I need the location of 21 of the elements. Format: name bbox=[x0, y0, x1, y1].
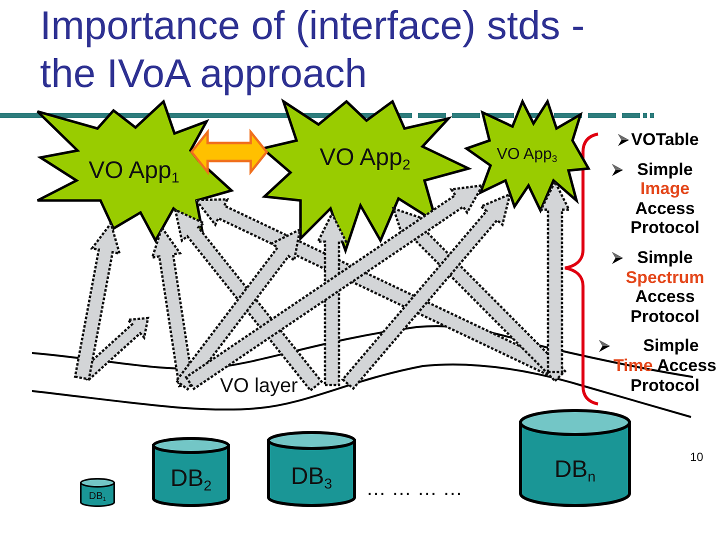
node-label: VO App$_{3}$ bbox=[496, 146, 558, 165]
ellipsis-text: … … … … bbox=[366, 478, 463, 500]
arrow bbox=[341, 192, 512, 390]
node-label: DB$_{n}$ bbox=[554, 456, 596, 484]
arrow bbox=[184, 184, 485, 390]
page-number: 10 bbox=[690, 451, 704, 464]
arrow bbox=[74, 220, 122, 381]
node-label: VO App$_{2}$ bbox=[320, 144, 410, 172]
slide-title: Importance of (interface) stds - the IVoA approach bbox=[40, 3, 586, 98]
double-arrow bbox=[190, 128, 268, 176]
layer-label: VO layer bbox=[220, 375, 298, 397]
list-item-text: Simple Image Access Protocol bbox=[630, 160, 700, 238]
arrow bbox=[174, 227, 302, 391]
arrow bbox=[539, 179, 571, 374]
node-label: DB$_{1}$ bbox=[88, 490, 106, 502]
node-label: DB$_{2}$ bbox=[170, 465, 212, 493]
list-item-text: Simple Spectrum Access Protocol bbox=[625, 248, 705, 326]
node-label: VO App$_{1}$ bbox=[88, 156, 180, 184]
arrow bbox=[316, 211, 348, 386]
list-item-text: VOTable bbox=[631, 130, 699, 150]
node-label: DB$_{3}$ bbox=[290, 463, 332, 491]
